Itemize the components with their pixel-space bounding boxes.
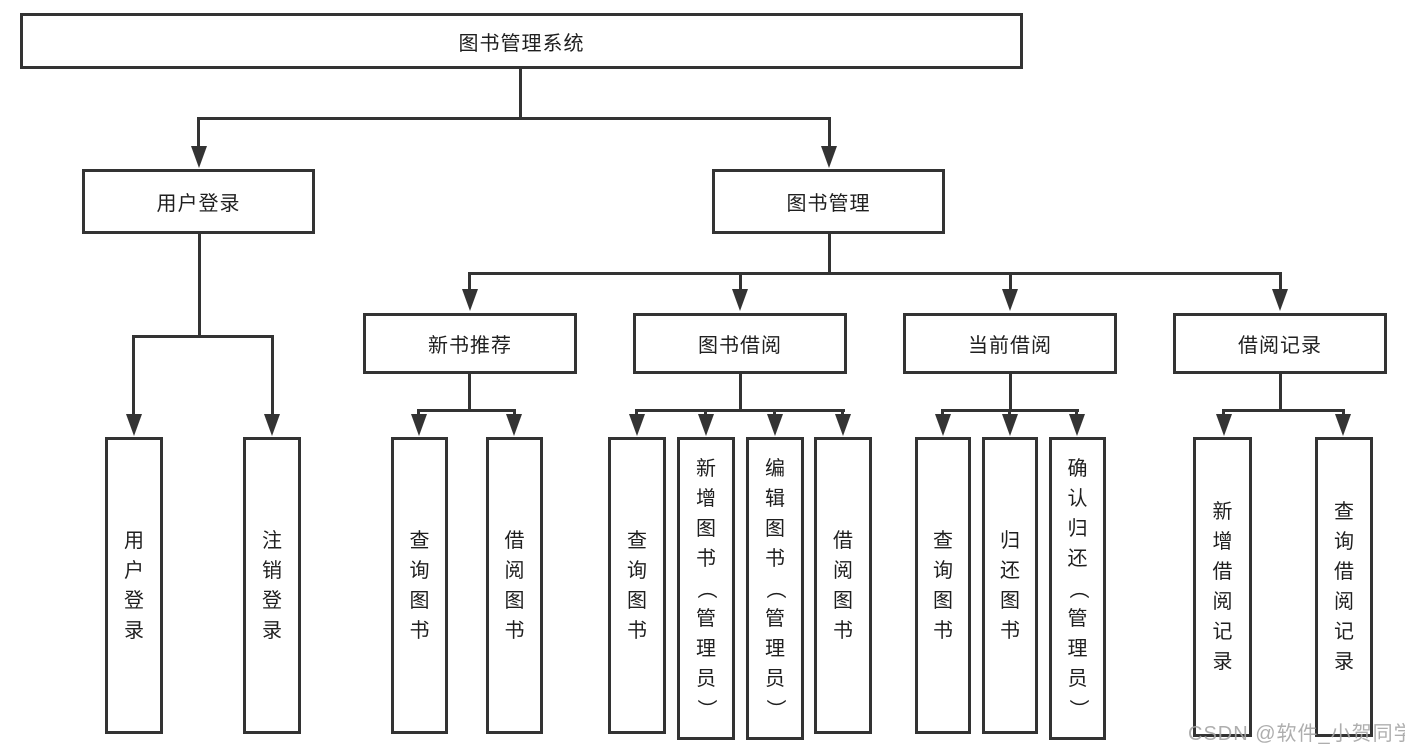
node-borrowing-records: 借阅记录 xyxy=(1173,313,1387,374)
node-root: 图书管理系统 xyxy=(20,13,1023,69)
leaf-query-books-b-label: 查询图书 xyxy=(627,529,647,642)
leaf-logout: 注销登录 xyxy=(243,437,301,734)
node-book-mgmt-label: 图书管理 xyxy=(786,193,871,215)
arrow-to-borrowing xyxy=(732,289,748,311)
arrow-to-book-mgmt xyxy=(821,146,837,168)
arrow-to-query-record xyxy=(1335,414,1351,436)
node-current-borrowing: 当前借阅 xyxy=(903,313,1117,374)
connector-root-rail xyxy=(197,117,831,120)
node-borrowing-records-label: 借阅记录 xyxy=(1238,335,1322,357)
leaf-confirm-return-admin-label: 确认归还（管理员） xyxy=(1066,457,1089,719)
arrow-to-new-rec xyxy=(462,289,478,311)
node-book-borrowing-label: 图书借阅 xyxy=(698,335,782,357)
node-user-login-label: 用户登录 xyxy=(156,193,241,215)
leaf-query-books-a: 查询图书 xyxy=(391,437,448,734)
arrow-to-edit-book xyxy=(767,414,783,436)
connector-bookmgmt-drop3 xyxy=(1009,274,1012,292)
connector-bookmgmt-drop4 xyxy=(1279,274,1282,292)
connector-userlogin-drop1 xyxy=(132,337,135,418)
arrow-to-user-login xyxy=(191,146,207,168)
arrow-to-confirm-return xyxy=(1069,414,1085,436)
connector-bookmgmt-stem xyxy=(828,234,831,274)
connector-records-stem xyxy=(1279,374,1282,411)
leaf-query-borrow-record-label: 查询借阅记录 xyxy=(1334,501,1354,673)
node-current-borrowing-label: 当前借阅 xyxy=(968,335,1052,357)
connector-records-rail xyxy=(1222,409,1345,412)
connector-current-stem xyxy=(1009,374,1012,411)
leaf-query-books-c-label: 查询图书 xyxy=(933,529,953,642)
leaf-borrow-books-b-label: 借阅图书 xyxy=(833,529,853,642)
leaf-borrow-books-a: 借阅图书 xyxy=(486,437,543,734)
arrow-to-query-books-c xyxy=(935,414,951,436)
connector-root-drop-left xyxy=(197,118,200,150)
connector-borrowing-stem xyxy=(739,374,742,411)
connector-root-drop-right xyxy=(828,118,831,150)
leaf-user-login-label: 用户登录 xyxy=(124,529,144,642)
leaf-add-borrow-record-label: 新增借阅记录 xyxy=(1212,501,1233,673)
leaf-return-book: 归还图书 xyxy=(982,437,1038,734)
arrow-to-records xyxy=(1272,289,1288,311)
connector-newrec-stem xyxy=(468,374,471,411)
arrow-to-borrow-books-a xyxy=(506,414,522,436)
connector-borrowing-rail xyxy=(635,409,845,412)
leaf-user-login: 用户登录 xyxy=(105,437,163,734)
leaf-logout-label: 注销登录 xyxy=(262,529,282,642)
arrow-to-query-books-a xyxy=(411,414,427,436)
connector-userlogin-drop2 xyxy=(271,337,274,418)
node-book-borrowing: 图书借阅 xyxy=(633,313,847,374)
leaf-query-borrow-record: 查询借阅记录 xyxy=(1315,437,1373,737)
arrow-to-return-book xyxy=(1002,414,1018,436)
arrow-to-current xyxy=(1002,289,1018,311)
arrow-to-add-record xyxy=(1216,414,1232,436)
leaf-query-books-c: 查询图书 xyxy=(915,437,971,734)
node-new-book-rec: 新书推荐 xyxy=(363,313,577,374)
arrow-to-add-book xyxy=(698,414,714,436)
connector-current-rail xyxy=(941,409,1079,412)
csdn-watermark: CSDN @软件_小贺同学 xyxy=(1188,723,1405,745)
leaf-add-book-admin-label: 新增图书（管理员） xyxy=(695,457,717,719)
leaf-edit-book-admin-label: 编辑图书（管理员） xyxy=(764,457,786,719)
arrow-to-leaf-user-login xyxy=(126,414,142,436)
arrow-to-leaf-logout xyxy=(264,414,280,436)
leaf-query-books-b: 查询图书 xyxy=(608,437,666,734)
connector-newrec-rail xyxy=(417,409,516,412)
node-new-book-rec-label: 新书推荐 xyxy=(428,335,512,357)
node-root-label: 图书管理系统 xyxy=(458,32,585,55)
leaf-return-book-label: 归还图书 xyxy=(1000,529,1020,642)
connector-root-stem xyxy=(519,69,522,119)
leaf-add-book-admin: 新增图书（管理员） xyxy=(677,437,735,740)
connector-bookmgmt-rail xyxy=(468,272,1282,275)
leaf-borrow-books-b: 借阅图书 xyxy=(814,437,872,734)
arrow-to-borrow-books-b xyxy=(835,414,851,436)
arrow-to-query-books-b xyxy=(629,414,645,436)
connector-userlogin-stem xyxy=(198,234,201,337)
node-user-login: 用户登录 xyxy=(82,169,315,234)
connector-bookmgmt-drop1 xyxy=(468,274,471,292)
leaf-edit-book-admin: 编辑图书（管理员） xyxy=(746,437,804,740)
leaf-add-borrow-record: 新增借阅记录 xyxy=(1193,437,1252,737)
connector-userlogin-rail xyxy=(132,335,274,338)
connector-bookmgmt-drop2 xyxy=(739,274,742,292)
node-book-mgmt: 图书管理 xyxy=(712,169,945,234)
leaf-borrow-books-a-label: 借阅图书 xyxy=(504,529,525,642)
leaf-confirm-return-admin: 确认归还（管理员） xyxy=(1049,437,1106,740)
leaf-query-books-a-label: 查询图书 xyxy=(409,529,430,642)
